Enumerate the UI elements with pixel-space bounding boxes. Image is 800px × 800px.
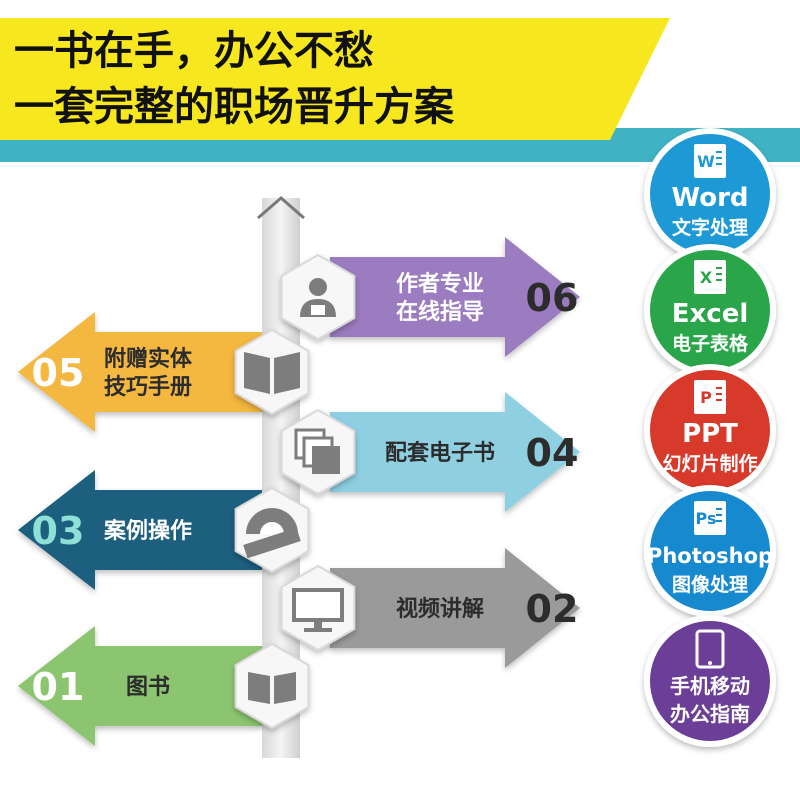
top-chevron-icon — [257, 196, 305, 220]
badge-word: W Word 文字处理 — [644, 128, 776, 260]
photoshop-icon: Ps — [694, 501, 726, 535]
banner-yellow-block — [0, 18, 670, 140]
badge-title: Photoshop — [647, 544, 773, 568]
badge-glyph: P — [700, 388, 712, 407]
step-number: 02 — [526, 587, 579, 631]
badge-glyph: W — [697, 152, 715, 171]
teacher-icon — [300, 278, 336, 317]
step-label: 视频讲解 — [396, 596, 484, 622]
badge-title: PPT — [682, 419, 738, 449]
banner-title-line1: 一书在手，办公不愁 — [14, 28, 374, 74]
badge-subtitle: 电子表格 — [672, 332, 749, 355]
step-number: 01 — [32, 665, 85, 709]
badge-glyph: X — [700, 268, 713, 287]
tablet-icon — [695, 629, 725, 669]
step-04: 04 配套电子书 — [280, 392, 580, 512]
step-hexagon — [280, 253, 356, 341]
top-banner: 一书在手，办公不愁 一套完整的职场晋升方案 — [0, 18, 800, 162]
badge-subtitle: 幻灯片制作 — [662, 452, 757, 475]
step-01: 01 图书 — [18, 626, 310, 746]
badge-subtitle: 图像处理 — [672, 573, 748, 596]
step-label: 图书 — [126, 675, 170, 700]
banner-title-line2: 一套完整的职场晋升方案 — [14, 84, 455, 130]
ppt-slide-icon: P — [694, 380, 726, 414]
step-03: 03 案例操作 — [18, 470, 310, 590]
badge-title: Excel — [672, 299, 749, 329]
badge-subtitle-2: 办公指南 — [670, 702, 750, 726]
step-02-arrow — [330, 548, 580, 668]
step-04-arrow — [330, 392, 580, 512]
ebook-pages-icon — [294, 428, 340, 474]
step-label: 配套电子书 — [385, 440, 495, 466]
badge-ppt: P PPT 幻灯片制作 — [644, 364, 776, 496]
step-number: 04 — [526, 431, 579, 475]
step-label: 附赠实体 — [104, 346, 193, 372]
step-01-arrow — [18, 626, 262, 746]
step-hexagon — [234, 642, 310, 730]
word-doc-icon: W — [694, 144, 726, 178]
step-number: 03 — [32, 509, 85, 553]
open-book-icon — [244, 352, 300, 394]
excel-sheet-icon: X — [694, 260, 726, 294]
monitor-icon — [292, 588, 344, 632]
badge-glyph: Ps — [696, 509, 717, 528]
step-02: 02 视频讲解 — [280, 548, 580, 668]
step-label: 案例操作 — [103, 518, 192, 544]
badge-subtitle: 文字处理 — [672, 216, 748, 239]
ruler-protractor-icon — [243, 508, 301, 559]
step-03-arrow — [18, 470, 262, 590]
step-06-arrow — [330, 237, 580, 357]
badge-subtitle: 手机移动 — [670, 674, 750, 698]
book-icon — [248, 672, 296, 704]
badge-title: Word — [671, 183, 748, 213]
step-hexagon — [234, 328, 310, 416]
step-number: 05 — [32, 351, 85, 395]
step-label: 技巧手册 — [104, 375, 192, 400]
badge-excel: X Excel 电子表格 — [644, 244, 776, 376]
step-number: 06 — [526, 276, 579, 320]
step-label: 作者专业 — [396, 271, 484, 297]
step-label: 在线指导 — [396, 299, 484, 325]
step-05-arrow — [18, 312, 262, 432]
